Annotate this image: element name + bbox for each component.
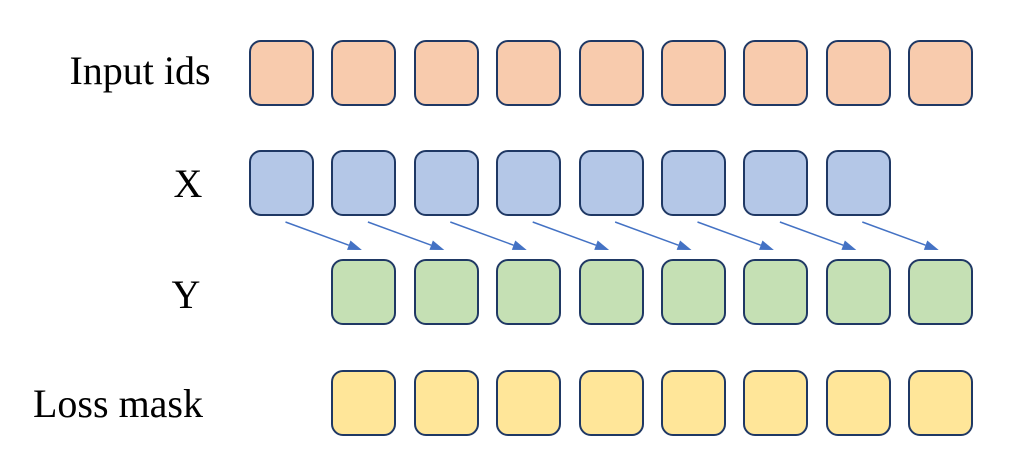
input-ids-token-square — [743, 40, 809, 106]
y-token-square — [578, 259, 644, 325]
y-token-square — [413, 259, 479, 325]
input-ids-token-square — [825, 40, 891, 106]
x-token-square — [249, 150, 314, 216]
x-token-square — [331, 150, 397, 216]
loss-mask-token-square — [908, 370, 974, 436]
loss-mask-token-square — [331, 370, 397, 436]
row-label-x: X — [173, 161, 203, 206]
y-token-square — [331, 259, 397, 325]
input-ids-token-square — [661, 40, 726, 106]
y-token-square — [825, 259, 891, 325]
y-token-square — [908, 259, 974, 325]
input-ids-token-square — [496, 40, 562, 106]
input-ids-token-square — [578, 40, 644, 106]
x-token-square — [661, 150, 726, 216]
loss-mask-token-square — [743, 370, 809, 436]
y-token-square — [743, 259, 809, 325]
x-token-square — [743, 150, 809, 216]
row-label-loss-mask: Loss mask — [33, 381, 203, 426]
loss-mask-token-square — [496, 370, 562, 436]
x-token-square — [496, 150, 562, 216]
input-ids-token-square — [908, 40, 974, 106]
input-ids-token-square — [413, 40, 479, 106]
loss-mask-token-square — [661, 370, 726, 436]
x-token-square — [578, 150, 644, 216]
x-token-square — [825, 150, 891, 216]
y-token-square — [661, 259, 726, 325]
loss-mask-token-square — [578, 370, 644, 436]
x-token-square — [413, 150, 479, 216]
loss-mask-token-square — [413, 370, 479, 436]
loss-mask-token-square — [825, 370, 891, 436]
input-ids-token-square — [331, 40, 397, 106]
input-ids-token-square — [249, 40, 314, 106]
row-label-y: Y — [171, 272, 201, 317]
y-token-square — [496, 259, 562, 325]
row-label-input-ids: Input ids — [69, 48, 211, 93]
